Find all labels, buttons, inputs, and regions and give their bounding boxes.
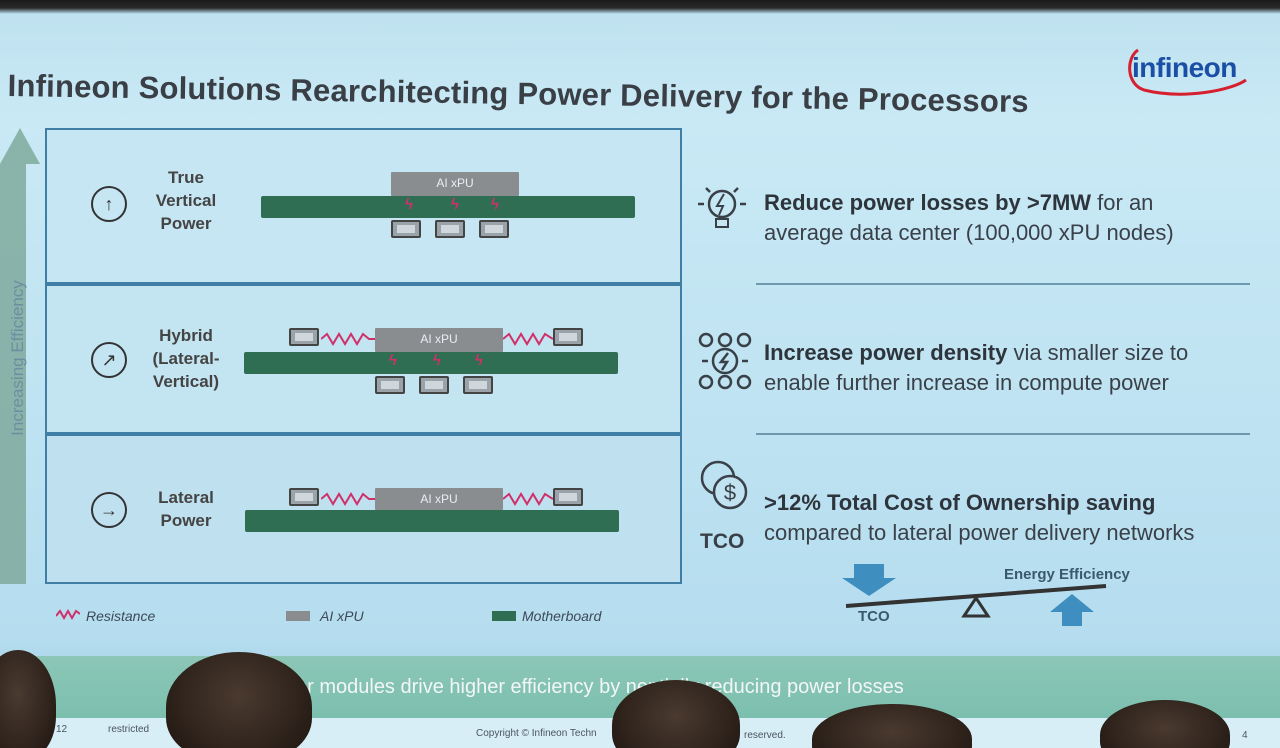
row-label: True Vertical Power <box>131 166 241 235</box>
vr-module-icon <box>375 376 405 394</box>
row-label-line: Power <box>160 214 212 233</box>
benefit-tco-saving: >12% Total Cost of Ownership saving comp… <box>764 488 1194 548</box>
ai-xpu-chip: AI xPU <box>375 328 503 352</box>
balance-left-label: TCO <box>858 608 890 625</box>
legend-motherboard-swatch <box>492 611 516 621</box>
vr-module-icon <box>553 488 583 506</box>
motherboard <box>261 196 635 218</box>
tco-caption: TCO <box>700 530 745 553</box>
resistance-zigzag-icon <box>321 332 375 346</box>
tco-efficiency-balance: TCO Energy Efficiency <box>840 564 1140 640</box>
benefit-bold-text: Reduce power losses by >7MW <box>764 190 1092 215</box>
power-density-icon <box>698 332 752 390</box>
audience-head <box>166 652 312 748</box>
current-spark-icon: ϟ <box>491 196 499 213</box>
current-spark-icon: ϟ <box>433 352 441 369</box>
vr-module-icon <box>553 328 583 346</box>
footer-page-num: 12 <box>56 724 68 735</box>
vr-module-icon <box>463 376 493 394</box>
vr-module-icon <box>289 328 319 346</box>
balance-right-label: Energy Efficiency <box>1004 566 1130 583</box>
svg-text:$: $ <box>724 480 736 505</box>
motherboard <box>244 352 618 374</box>
logo-text: infineon <box>1132 52 1237 83</box>
benefit-bold-text: Increase power density <box>764 340 1008 365</box>
motherboard <box>245 510 619 532</box>
current-spark-icon: ϟ <box>389 352 397 369</box>
footer-classification: restricted <box>108 724 150 735</box>
resistance-zigzag-icon <box>503 332 553 346</box>
row-label-line: Power <box>160 511 212 530</box>
legend-resistance: Resistance <box>86 608 156 624</box>
vr-module-icon <box>289 488 319 506</box>
row-label: Lateral Power <box>131 486 241 532</box>
benefit-text: enable further increase in compute power <box>764 370 1169 395</box>
infineon-logo: infineon <box>1124 44 1252 96</box>
balance-scale-icon <box>842 564 1107 626</box>
audience-head <box>1100 700 1230 748</box>
arrow-right-circle-icon: → <box>91 492 127 528</box>
vr-module-icon <box>435 220 465 238</box>
footer-slide-number: 4 <box>1242 730 1248 741</box>
current-spark-icon: ϟ <box>405 196 413 213</box>
ai-xpu-chip: AI xPU <box>375 488 503 510</box>
row-label-line: Vertical <box>155 191 217 210</box>
row-label-line: Vertical) <box>152 372 220 391</box>
vr-module-icon <box>479 220 509 238</box>
row-label-line: Lateral <box>158 488 214 507</box>
divider <box>756 433 1250 435</box>
divider <box>756 283 1250 285</box>
row-label: Hybrid (Lateral- Vertical) <box>131 324 241 393</box>
legend-xpu: AI xPU <box>320 608 364 624</box>
footer-copyright: Copyright © Infineon Techn <box>476 728 597 739</box>
benefit-text: average data center (100,000 xPU nodes) <box>764 220 1174 245</box>
logo-swoosh-icon <box>1128 48 1247 96</box>
efficiency-axis-label: Increasing Efficiency <box>8 280 27 436</box>
resistance-zigzag-icon <box>321 492 375 506</box>
row-label-line: True <box>168 168 204 187</box>
row-lateral-power: → Lateral Power AI xPU <box>45 434 682 584</box>
bottom-banner-text: er modules drive higher efficiency by ne… <box>296 676 904 698</box>
row-label-line: Hybrid <box>159 326 213 345</box>
ai-xpu-chip: AI xPU <box>391 172 519 196</box>
row-hybrid-lateral-vertical: ↗ Hybrid (Lateral- Vertical) AI xPU ϟ ϟ … <box>45 284 682 434</box>
current-spark-icon: ϟ <box>451 196 459 213</box>
benefit-text: via smaller size to <box>1007 340 1189 365</box>
row-true-vertical-power: ↑ True Vertical Power AI xPU ϟ ϟ ϟ <box>45 128 682 284</box>
legend-xpu-swatch <box>286 611 310 621</box>
resistance-legend-icon <box>56 608 80 620</box>
legend-motherboard: Motherboard <box>522 608 602 624</box>
slide: Infineon Solutions Rearchitecting Power … <box>0 8 1280 708</box>
arrow-up-circle-icon: ↑ <box>91 186 127 222</box>
footer-reserved: reserved. <box>744 730 786 741</box>
benefit-bold-text: >12% Total Cost of Ownership saving <box>764 490 1156 515</box>
lightbulb-icon <box>698 187 746 228</box>
benefit-power-density: Increase power density via smaller size … <box>764 338 1188 398</box>
row-label-line: (Lateral- <box>152 349 220 368</box>
audience-head <box>612 680 740 748</box>
arrow-diagonal-circle-icon: ↗ <box>91 342 127 378</box>
current-spark-icon: ϟ <box>475 352 483 369</box>
dollar-coin-icon: $ <box>700 460 748 510</box>
increasing-efficiency-arrow-icon <box>0 128 40 584</box>
vr-module-icon <box>391 220 421 238</box>
vr-module-icon <box>419 376 449 394</box>
slide-title: Infineon Solutions Rearchitecting Power … <box>7 68 1030 120</box>
benefit-power-losses: Reduce power losses by >7MW for an avera… <box>764 188 1174 248</box>
benefit-text: compared to lateral power delivery netwo… <box>764 520 1195 545</box>
resistance-zigzag-icon <box>503 492 553 506</box>
benefit-text: for an <box>1091 190 1154 215</box>
